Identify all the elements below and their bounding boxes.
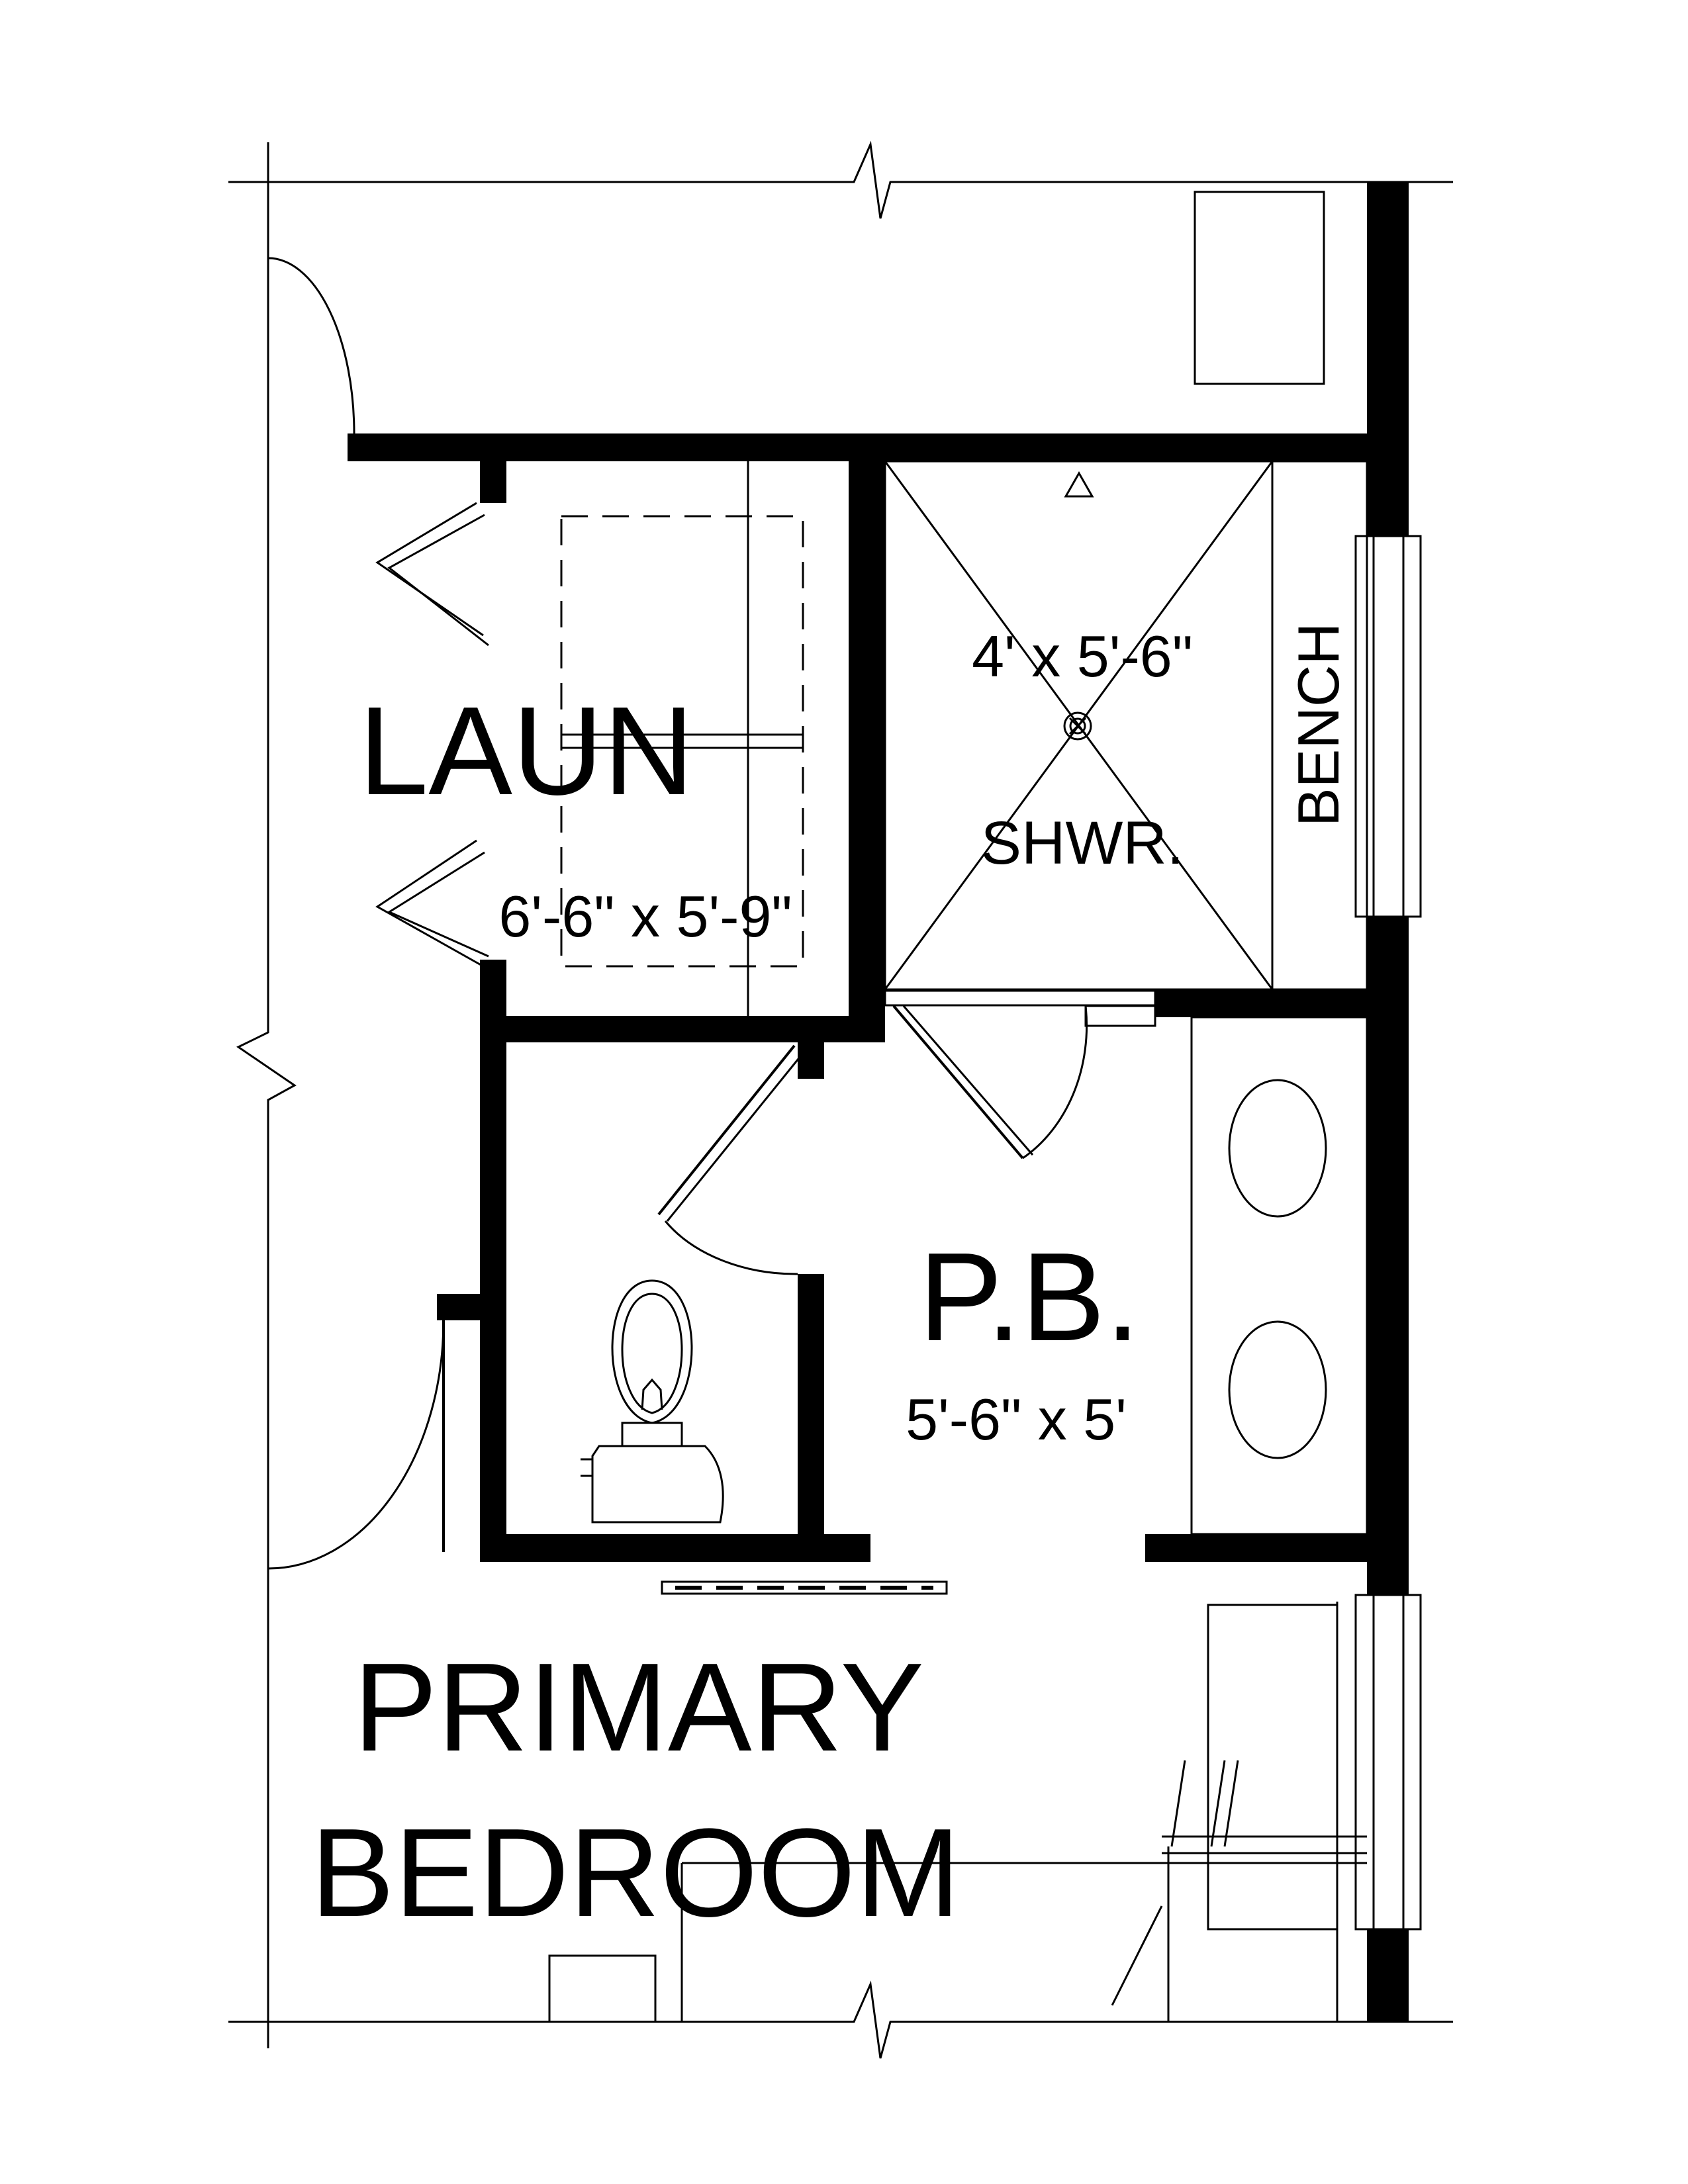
bedroom-label-line1: PRIMARY bbox=[353, 1637, 924, 1778]
laundry-size-label: 6'-6" x 5'-9" bbox=[498, 884, 792, 949]
water-closet bbox=[581, 1044, 802, 1524]
bedroom-label-line2: BEDROOM bbox=[310, 1803, 961, 1943]
sink-icon bbox=[1228, 1079, 1327, 1218]
shower bbox=[884, 460, 1274, 1160]
drain-icon bbox=[1063, 711, 1092, 741]
primary-bath-size-label: 5'-6" x 5' bbox=[906, 1387, 1127, 1452]
sink-icon bbox=[1228, 1320, 1327, 1459]
laundry-label: LAUN bbox=[359, 681, 694, 821]
vanity bbox=[1190, 1016, 1368, 1535]
windows bbox=[1354, 535, 1422, 1931]
interior-walls bbox=[348, 433, 1370, 1562]
shower-label: SHWR. bbox=[981, 809, 1184, 877]
bench-label: BENCH bbox=[1286, 623, 1351, 827]
break-lines bbox=[228, 140, 1453, 2059]
top-room bbox=[267, 191, 1325, 434]
shower-size-label: 4' x 5'-6" bbox=[972, 623, 1193, 689]
bedroom bbox=[267, 1320, 1367, 2023]
bench bbox=[1271, 460, 1368, 991]
laundry-room bbox=[375, 461, 804, 1016]
primary-bath-label: P.B. bbox=[919, 1227, 1141, 1367]
toilet-icon bbox=[581, 1279, 724, 1524]
